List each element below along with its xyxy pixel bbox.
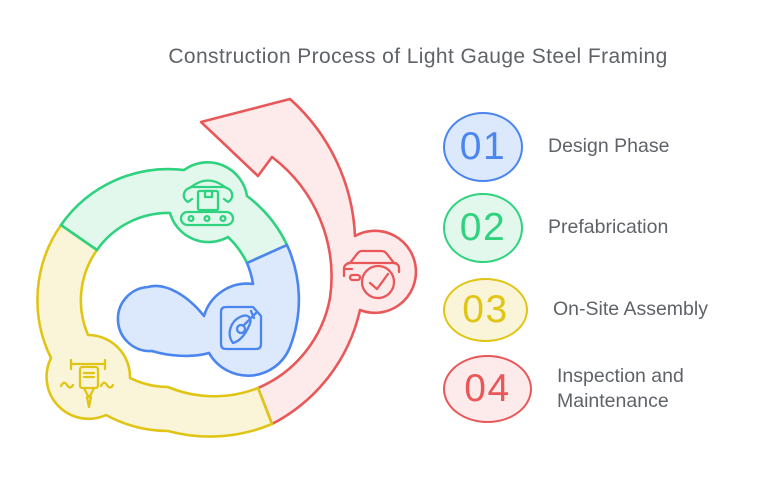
car-check-icon bbox=[342, 249, 401, 300]
robot-arm-conveyor-icon bbox=[179, 179, 235, 227]
page-title: Construction Process of Light Gauge Stee… bbox=[168, 45, 668, 68]
segment-onsite-assembly bbox=[36, 223, 274, 438]
segment-prefabrication bbox=[59, 161, 289, 265]
step-label: Design Phase bbox=[548, 135, 670, 158]
segment-design-phase bbox=[116, 243, 301, 377]
step-label: Prefabrication bbox=[548, 216, 669, 239]
step-label: Inspection and Maintenance bbox=[557, 364, 684, 412]
segment-inspection-arrow bbox=[199, 97, 418, 426]
step-item-design-phase: 01 Design Phase bbox=[443, 112, 733, 182]
step-number-badge: 02 bbox=[443, 193, 523, 263]
step-number-badge: 03 bbox=[443, 278, 528, 342]
step-number-badge: 01 bbox=[443, 112, 523, 182]
step-item-prefabrication: 02 Prefabrication bbox=[443, 193, 733, 263]
jackhammer-icon bbox=[59, 358, 115, 409]
step-label: On-Site Assembly bbox=[553, 298, 708, 321]
pen-nib-icon bbox=[219, 305, 263, 351]
step-item-inspection-maintenance: 04 Inspection and Maintenance bbox=[443, 355, 742, 423]
step-number-badge: 04 bbox=[443, 355, 532, 423]
step-item-onsite-assembly: 03 On-Site Assembly bbox=[443, 278, 738, 342]
process-cycle-diagram bbox=[36, 97, 418, 438]
